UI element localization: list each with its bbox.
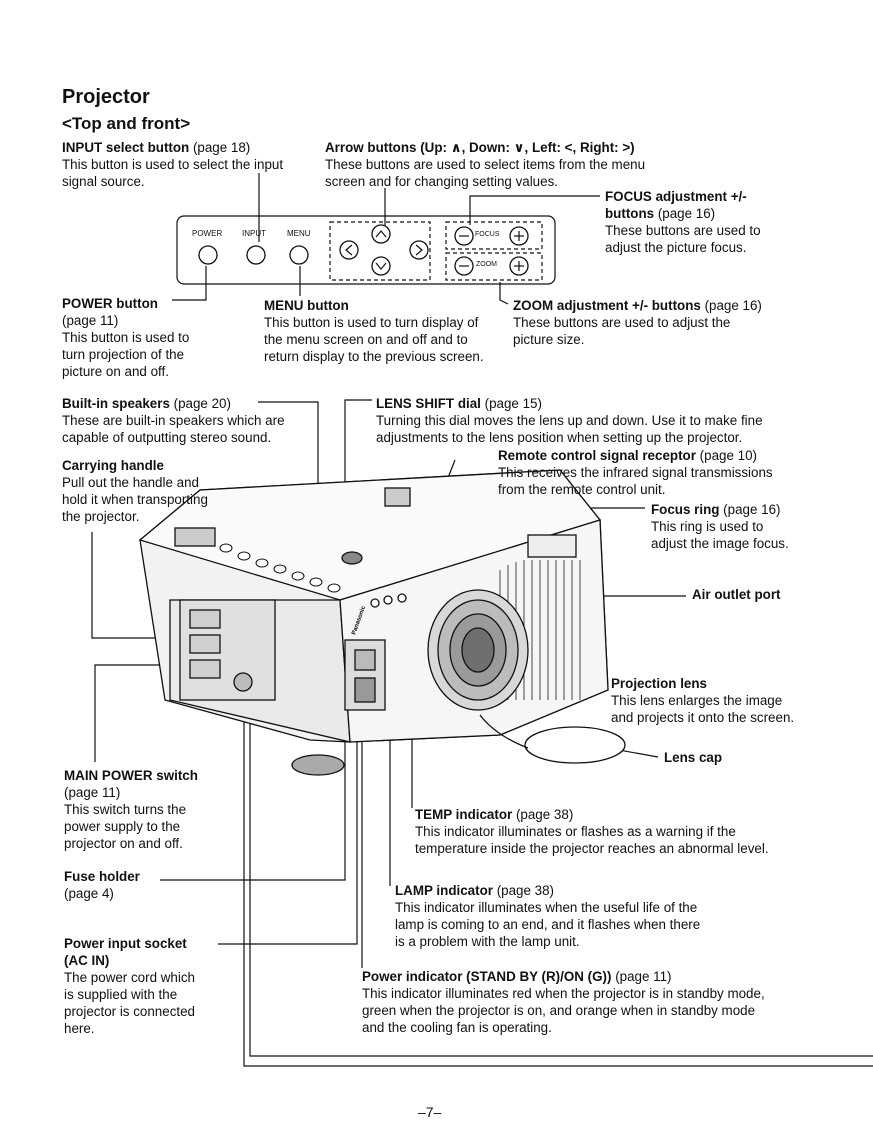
input-ref: (page 18) <box>189 140 251 155</box>
lens-cap-shape <box>524 726 626 764</box>
right-arrow-button <box>409 240 429 260</box>
focus-adjust-callout: FOCUS adjustment +/- buttons (page 16) T… <box>605 189 761 255</box>
lens-cap-callout: Lens cap <box>664 750 723 765</box>
control-panel-outline <box>176 215 556 285</box>
arrow-group-box <box>329 221 431 281</box>
input-callout: INPUT select button (page 18) This butto… <box>62 140 284 189</box>
page-title: Projector <box>62 86 150 108</box>
up-arrow-button <box>371 224 391 244</box>
power-button-callout: POWER button (page 11) This button is us… <box>62 296 190 379</box>
power-indicator-callout: Power indicator (STAND BY (R)/ON (G)) (p… <box>362 969 765 1035</box>
projector-illustration <box>138 469 626 776</box>
arrow-title: Arrow buttons (Up: ∧, Down: ∨, Left: <, … <box>325 140 635 155</box>
menu-button-callout: MENU button This button is used to turn … <box>264 298 484 364</box>
panel-power-label: POWER <box>192 229 223 238</box>
arrow-callout: Arrow buttons (Up: ∧, Down: ∨, Left: <, … <box>325 140 646 189</box>
air-outlet-callout: Air outlet port <box>692 587 781 602</box>
fuse-holder-callout: Fuse holder (page 4) <box>64 869 140 901</box>
power-socket-callout: Power input socket (AC IN) The power cor… <box>64 936 196 1036</box>
panel-zoom-label: ZOOM <box>476 261 497 268</box>
input-title: INPUT select button <box>62 140 190 155</box>
left-arrow-button <box>339 240 359 260</box>
main-power-callout: MAIN POWER switch (page 11) This switch … <box>64 768 198 851</box>
menu-button <box>289 245 309 265</box>
page-number: –7– <box>418 1104 442 1120</box>
section-subtitle: <Top and front> <box>62 114 191 133</box>
temp-indicator-callout: TEMP indicator (page 38) This indicator … <box>415 807 769 856</box>
down-arrow-button <box>371 256 391 276</box>
power-button <box>198 245 218 265</box>
focus-ring-callout: Focus ring (page 16) This ring is used t… <box>651 502 789 551</box>
panel-menu-label: MENU <box>287 229 311 238</box>
speakers-callout: Built-in speakers (page 20) These are bu… <box>62 396 285 445</box>
lamp-indicator-callout: LAMP indicator (page 38) This indicator … <box>395 883 701 949</box>
remote-receptor-callout: Remote control signal receptor (page 10)… <box>498 448 773 497</box>
zoom-adjust-callout: ZOOM adjustment +/- buttons (page 16) Th… <box>513 298 762 347</box>
input-button <box>246 245 266 265</box>
handle-callout: Carrying handle Pull out the handle and … <box>62 458 208 524</box>
panel-input-label: INPUT <box>242 229 266 238</box>
projection-lens-callout: Projection lens This lens enlarges the i… <box>611 676 795 725</box>
lens-shift-callout: LENS SHIFT dial (page 15) Turning this d… <box>376 396 763 445</box>
panel-focus-label: FOCUS <box>475 231 500 238</box>
